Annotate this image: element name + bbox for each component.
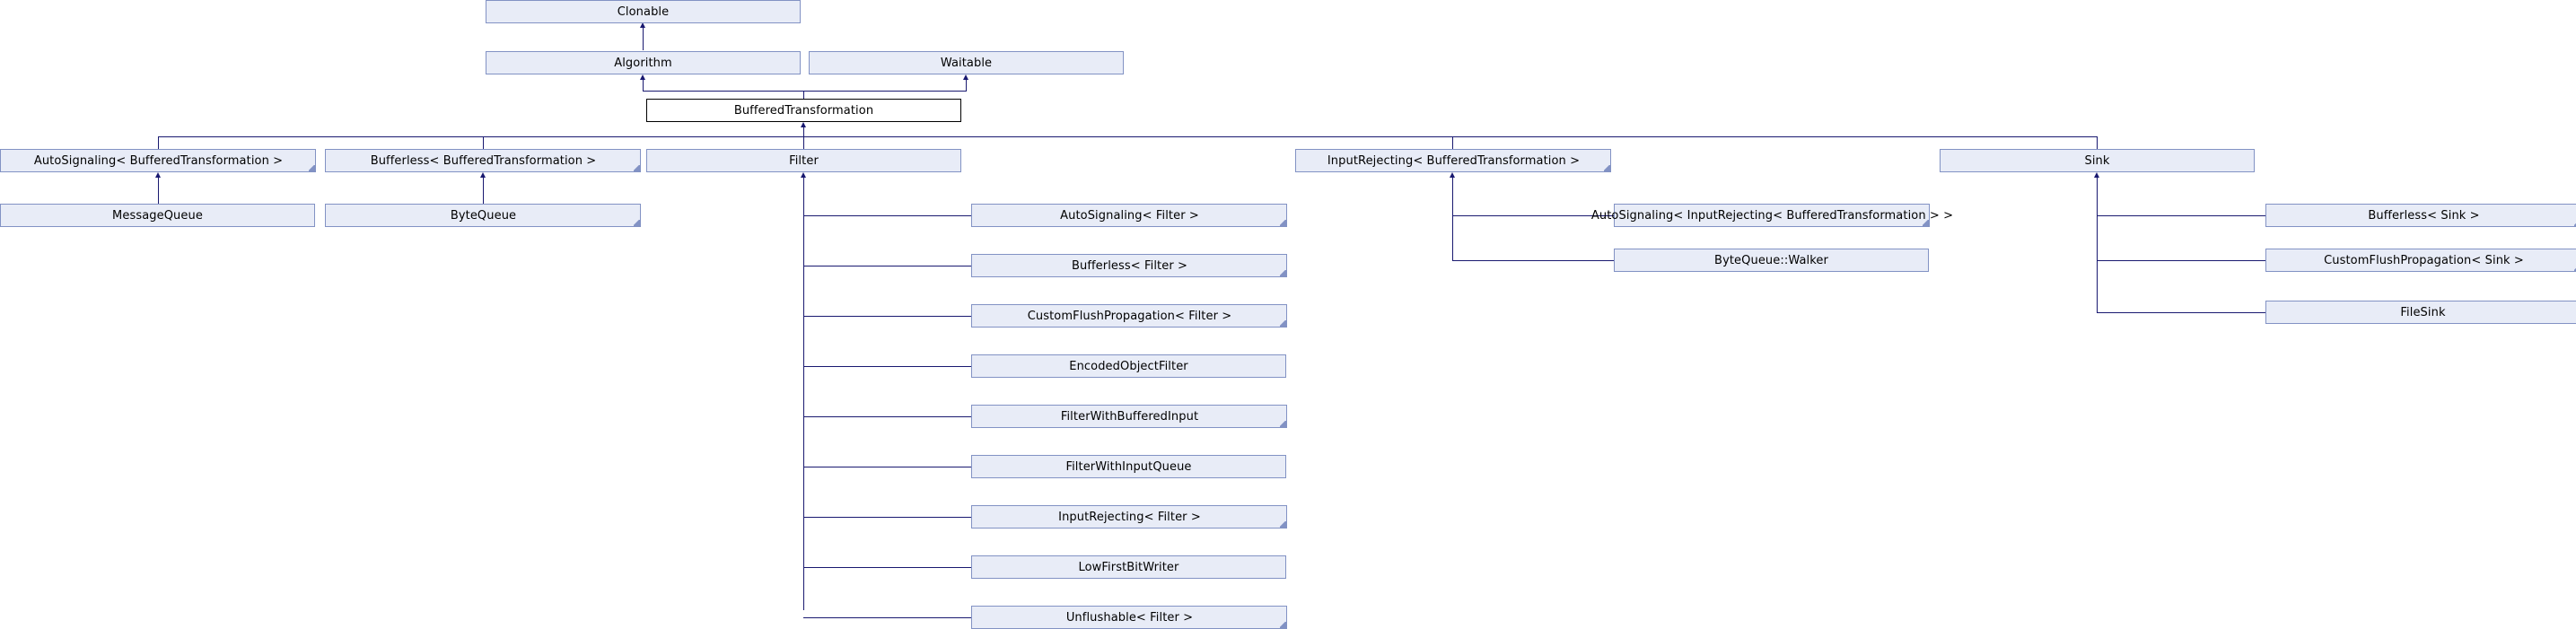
node-filesink[interactable]: FileSink (2265, 301, 2576, 324)
node-lowfirstbitwriter-label: LowFirstBitWriter (1078, 560, 1179, 574)
node-bytequeue-label: ByteQueue (450, 209, 517, 223)
edge-filter-spine (803, 178, 804, 610)
edge-bt-crossbar (643, 91, 967, 92)
node-filesink-label: FileSink (2400, 305, 2446, 319)
node-filterwithinputqueue-label: FilterWithInputQueue (1065, 459, 1192, 474)
node-autosignaling-bufferedtransformation-label: AutoSignaling< BufferedTransformation > (33, 154, 284, 168)
node-inputrejecting-bufferedtransformation[interactable]: InputRejecting< BufferedTransformation > (1295, 149, 1611, 172)
edge-algorithm-to-clonable (643, 28, 644, 50)
arrowhead-waitable (963, 74, 968, 80)
node-customflushpropagation-filter[interactable]: CustomFlushPropagation< Filter > (971, 304, 1287, 328)
edge-branch-filterwithbufferedinput (803, 416, 971, 417)
node-messagequeue-label: MessageQueue (112, 208, 203, 223)
edge-branch-customflush-sink (2097, 260, 2265, 261)
arrowhead-filter (801, 172, 806, 178)
node-unflushable-filter-label: Unflushable< Filter > (1065, 611, 1194, 625)
node-inputrejecting-bufferedtransformation-label: InputRejecting< BufferedTransformation > (1327, 154, 1581, 168)
node-inputrejecting-filter[interactable]: InputRejecting< Filter > (971, 505, 1287, 529)
node-inputrejecting-filter-label: InputRejecting< Filter > (1058, 511, 1201, 524)
edge-branch-filesink (2097, 312, 2265, 313)
node-filterwithbufferedinput-label: FilterWithBufferedInput (1060, 410, 1199, 424)
node-buffered-transformation-label: BufferedTransformation (733, 103, 874, 118)
node-filter-label: Filter (789, 153, 819, 168)
node-clonable[interactable]: Clonable (486, 0, 801, 23)
arrowhead-bufferless-bt (480, 172, 486, 178)
edge-bt-riser (803, 91, 804, 99)
edge-bytequeue-to-bufferless-bt (483, 178, 484, 204)
node-bufferless-bufferedtransformation-label: Bufferless< BufferedTransformation > (370, 154, 597, 168)
node-autosignaling-filter[interactable]: AutoSignaling< Filter > (971, 204, 1287, 227)
node-sink-label: Sink (2084, 153, 2110, 168)
node-unflushable-filter[interactable]: Unflushable< Filter > (971, 606, 1287, 629)
node-bufferless-filter-label: Bufferless< Filter > (1071, 259, 1188, 273)
edge-drop-bufferless-bt (483, 136, 484, 149)
edge-branch-autosignaling-filter (803, 215, 971, 216)
edge-bt-stub-waitable (966, 80, 967, 92)
node-autosignaling-inputrejecting-bufferedtransformation[interactable]: AutoSignaling< InputRejecting< BufferedT… (1591, 204, 1953, 227)
node-customflushpropagation-filter-label: CustomFlushPropagation< Filter > (1027, 310, 1232, 323)
edge-bt-stub-algorithm (643, 80, 644, 92)
edge-messagequeue-to-autosignaling-bt (158, 178, 159, 204)
node-filterwithbufferedinput[interactable]: FilterWithBufferedInput (971, 405, 1287, 428)
node-bytequeue[interactable]: ByteQueue (325, 204, 641, 227)
arrowhead-algorithm (640, 74, 645, 80)
node-bytequeue-walker[interactable]: ByteQueue::Walker (1614, 249, 1929, 272)
node-messagequeue[interactable]: MessageQueue (0, 204, 315, 227)
node-bufferless-filter[interactable]: Bufferless< Filter > (971, 254, 1287, 277)
node-sink[interactable]: Sink (1940, 149, 2255, 172)
node-filter[interactable]: Filter (646, 149, 961, 172)
arrowhead-sink (2094, 172, 2099, 178)
edge-level3-crossbar (158, 136, 2097, 137)
edge-branch-inputrejecting-filter (803, 517, 971, 518)
arrowhead-autosignaling-bt (155, 172, 161, 178)
edge-branch-bufferless-sink (2097, 215, 2265, 216)
node-algorithm-label: Algorithm (614, 56, 672, 70)
edge-drop-autosignaling-bt (158, 136, 159, 149)
node-waitable[interactable]: Waitable (809, 51, 1124, 74)
edge-branch-autosignaling-ir-bt (1452, 215, 1614, 216)
node-filterwithinputqueue[interactable]: FilterWithInputQueue (971, 455, 1286, 478)
node-encodedobjectfilter-label: EncodedObjectFilter (1069, 359, 1188, 373)
node-bytequeue-walker-label: ByteQueue::Walker (1714, 253, 1828, 267)
edge-branch-unflushable-filter (803, 617, 971, 618)
edge-drop-inputrejecting-bt (1452, 136, 1453, 149)
edge-drop-filter (803, 136, 804, 149)
node-lowfirstbitwriter[interactable]: LowFirstBitWriter (971, 555, 1286, 579)
arrowhead-buffered-transformation (801, 122, 806, 127)
node-bufferless-bufferedtransformation[interactable]: Bufferless< BufferedTransformation > (325, 149, 641, 172)
arrowhead-inputrejecting-bt (1450, 172, 1455, 178)
node-autosignaling-filter-label: AutoSignaling< Filter > (1060, 209, 1199, 223)
node-customflushpropagation-sink[interactable]: CustomFlushPropagation< Sink > (2265, 249, 2576, 272)
edge-inputrejecting-spine (1452, 178, 1453, 260)
node-bufferless-sink[interactable]: Bufferless< Sink > (2265, 204, 2576, 227)
edge-drop-sink (2097, 136, 2098, 149)
node-autosignaling-bufferedtransformation[interactable]: AutoSignaling< BufferedTransformation > (0, 149, 316, 172)
node-bufferless-sink-label: Bufferless< Sink > (2368, 209, 2480, 223)
node-clonable-label: Clonable (617, 4, 670, 19)
arrowhead-clonable (640, 22, 645, 28)
edge-branch-bytequeue-walker (1452, 260, 1614, 261)
node-algorithm[interactable]: Algorithm (486, 51, 801, 74)
edge-sink-spine (2097, 178, 2098, 312)
edge-bt-down (803, 127, 804, 137)
node-autosignaling-inputrejecting-bufferedtransformation-label: AutoSignaling< InputRejecting< BufferedT… (1590, 209, 1954, 223)
node-encodedobjectfilter[interactable]: EncodedObjectFilter (971, 354, 1286, 378)
node-buffered-transformation[interactable]: BufferedTransformation (646, 99, 961, 122)
edge-branch-lowfirstbitwriter (803, 567, 971, 568)
edge-branch-encodedobjectfilter (803, 366, 971, 367)
node-waitable-label: Waitable (940, 56, 993, 70)
edge-branch-customflush-filter (803, 316, 971, 317)
node-customflushpropagation-sink-label: CustomFlushPropagation< Sink > (2324, 254, 2524, 267)
